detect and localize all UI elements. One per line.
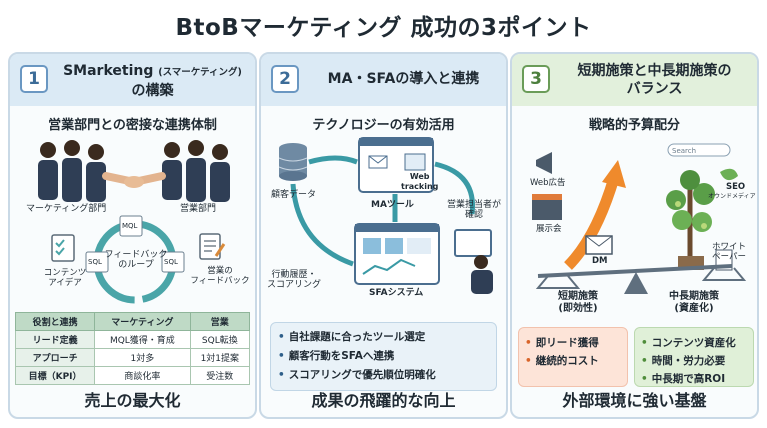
panel-header: 1 SMarketing (スマーケティング) の構築 xyxy=(10,54,255,106)
table-header-row: 役割と連携 マーケティング 営業 xyxy=(14,312,251,331)
long-term-bullets: •コンテンツ資産化 •時間・労力必要 •中長期で高ROI xyxy=(634,327,754,387)
panel-header: 2 MA・SFAの導入と連携 xyxy=(261,54,506,106)
marketing-dept-label: マーケティング部門 xyxy=(26,204,107,214)
table-cell: MQL獲得・育成 xyxy=(94,330,191,349)
feedback-loop-label: フィードバック のループ xyxy=(104,250,168,270)
list-item: •時間・労力必要 xyxy=(641,355,726,367)
table-row: 目標（KPI） 商談化率 受注数 xyxy=(14,366,251,385)
panel-title-main: SMarketing xyxy=(63,63,154,79)
panel-title: 短期施策と中長期施策の バランス xyxy=(577,63,732,97)
panel-smarketing: 1 SMarketing (スマーケティング) の構築 営業部門との密接な連携体… xyxy=(8,52,257,419)
short-term-bullets: •即リード獲得 •継続的コスト xyxy=(518,327,628,387)
long-term-label: 中長期施策 (資産化) xyxy=(669,291,719,314)
whitepaper-label: ホワイト ペーパー xyxy=(712,242,747,262)
table-cell: 目標（KPI） xyxy=(14,366,96,385)
page-title: BtoBマーケティング 成功の3ポイント xyxy=(175,15,592,41)
table-row: リード定義 MQL獲得・育成 SQL転換 xyxy=(14,330,251,349)
sfa-system-label: SFAシステム xyxy=(369,288,424,298)
behavior-scoring-label: 行動履歴・ スコアリング xyxy=(267,270,322,290)
table-row: アプローチ 1対多 1対1提案 xyxy=(14,348,251,367)
sales-dept-label: 営業部門 xyxy=(180,204,217,214)
panel-ma-sfa: 2 MA・SFAの導入と連携 テクノロジーの有効活用 顧客 xyxy=(259,52,508,419)
role-comparison-table: 役割と連携 マーケティング 営業 リード定義 MQL獲得・育成 SQL転換 アプ… xyxy=(14,312,251,385)
panel-title: SMarketing (スマーケティング) の構築 xyxy=(56,62,249,100)
panel-subtitle: 戦略的予算配分 xyxy=(588,118,680,133)
panel-title: MA・SFAの導入と連携 xyxy=(327,71,480,87)
panel-header: 3 短期施策と中長期施策の バランス xyxy=(512,54,757,106)
table-cell: リード定義 xyxy=(14,330,96,349)
handshake-illustration xyxy=(38,140,230,202)
table-cell: 商談化率 xyxy=(94,366,191,385)
panel-subtitle: テクノロジーの有効活用 xyxy=(312,118,455,133)
panel-title-note: (スマーケティング) xyxy=(158,67,242,78)
mql-label: MQL xyxy=(122,222,138,230)
panel-number: 1 xyxy=(20,65,48,93)
feedback-document-icon xyxy=(199,233,226,260)
table-header: 役割と連携 xyxy=(14,312,96,331)
table-cell: アプローチ xyxy=(14,348,96,367)
list-item: •コンテンツ資産化 xyxy=(641,337,736,349)
search-label: Search xyxy=(672,147,697,155)
seo-label: SEO xyxy=(726,182,746,192)
panel-number: 3 xyxy=(522,65,550,93)
table-cell: 1対1提案 xyxy=(189,348,251,367)
list-item: •中長期で高ROI xyxy=(641,373,726,385)
list-item: •顧客行動をSFAへ連携 xyxy=(278,350,395,362)
panel-footer: 成果の飛躍的な向上 xyxy=(311,391,456,410)
feedback-loop-diagram xyxy=(85,215,185,304)
sales-feedback-label: 営業の フィードバック xyxy=(190,266,250,286)
panel-balance: 3 短期施策と中長期施策の バランス 戦略的予算配分 Web広告 展示 xyxy=(510,52,759,419)
panel-subtitle: 営業部門との密接な連携体制 xyxy=(48,118,217,133)
ma-tool-label: MAツール xyxy=(371,200,414,210)
customer-data-label: 顧客データ xyxy=(271,190,317,200)
short-term-label: 短期施策 (即効性) xyxy=(558,291,598,314)
panel-footer: 外部環境に強い基盤 xyxy=(562,391,707,410)
panel-footer: 売上の最大化 xyxy=(84,391,181,410)
clipboard-icon xyxy=(51,234,75,262)
dm-label: DM xyxy=(592,256,608,266)
list-item: •即リード獲得 xyxy=(525,337,599,349)
table-cell: 1対多 xyxy=(94,348,191,367)
sql-label-right: SQL xyxy=(164,258,178,266)
panel-number: 2 xyxy=(271,65,299,93)
sales-rep-label: 営業担当者が 確認 xyxy=(447,200,502,220)
list-item: •スコアリングで優先順位明確化 xyxy=(278,369,436,381)
table-cell: 受注数 xyxy=(189,366,251,385)
ma-sfa-bullet-list: •自社課題に合ったツール選定 •顧客行動をSFAへ連携 •スコアリングで優先順位… xyxy=(270,322,497,391)
table-header: マーケティング xyxy=(94,312,191,331)
web-tracking-label: Web tracking xyxy=(401,172,439,191)
exhibition-label: 展示会 xyxy=(536,224,562,234)
panel-title-line2: の構築 xyxy=(131,83,174,99)
sql-label-left: SQL xyxy=(88,258,102,266)
database-icon xyxy=(278,143,308,181)
content-ideas-label: コンテンツ アイデア xyxy=(43,268,87,288)
list-item: •自社課題に合ったツール選定 xyxy=(278,331,426,343)
system-flow-diagram xyxy=(278,137,493,294)
balance-scale-illustration xyxy=(532,143,747,294)
table-cell: SQL転換 xyxy=(189,330,251,349)
owned-media-label: オウンドメディア xyxy=(708,193,756,200)
table-header: 営業 xyxy=(189,312,251,331)
web-ads-label: Web広告 xyxy=(530,178,566,188)
list-item: •継続的コスト xyxy=(525,355,599,367)
